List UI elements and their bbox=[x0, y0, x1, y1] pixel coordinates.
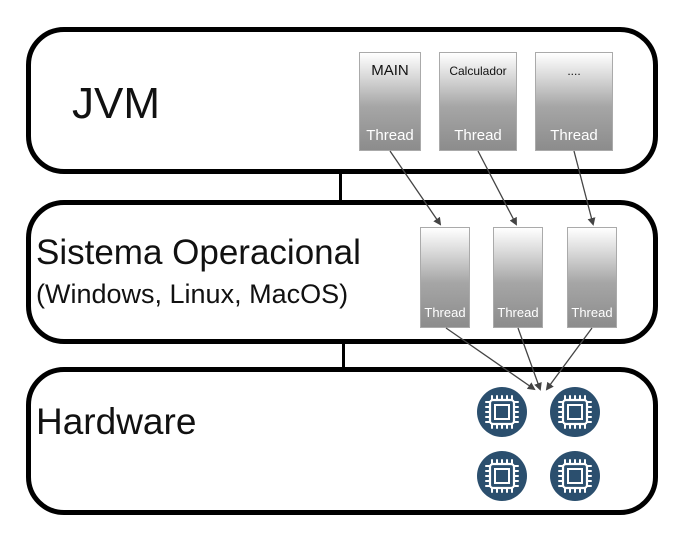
jvm-thread-ellipsis: .... Thread bbox=[535, 52, 613, 151]
jvm-os-connector bbox=[339, 172, 342, 202]
os-hw-connector bbox=[342, 342, 345, 369]
cpu-chip-icon bbox=[550, 451, 600, 501]
jvm-thread-name: .... bbox=[567, 64, 581, 78]
arrow-os3-to-cpu bbox=[545, 327, 593, 391]
os-thread-label: Thread bbox=[424, 305, 466, 320]
os-subtitle: (Windows, Linux, MacOS) bbox=[36, 279, 349, 309]
jvm-thread-calculador: Calculador Thread bbox=[439, 52, 517, 151]
arrow-calculador-to-os2 bbox=[477, 150, 517, 226]
jvm-title: JVM bbox=[72, 79, 160, 128]
os-layer bbox=[26, 200, 658, 344]
jvm-thread-label: Thread bbox=[550, 127, 598, 144]
os-thread-1: Thread bbox=[420, 227, 470, 328]
jvm-thread-label: Thread bbox=[366, 127, 414, 144]
os-thread-3: Thread bbox=[567, 227, 617, 328]
jvm-thread-main: MAIN Thread bbox=[359, 52, 421, 151]
jvm-thread-name: MAIN bbox=[371, 62, 409, 79]
cpu-chip-icon bbox=[550, 387, 600, 437]
hardware-layer bbox=[26, 367, 658, 515]
arrow-os2-to-cpu bbox=[517, 327, 542, 391]
cpu-chip-icon bbox=[477, 387, 527, 437]
arrow-os1-to-cpu bbox=[445, 327, 536, 391]
jvm-thread-label: Thread bbox=[454, 127, 502, 144]
jvm-thread-name: Calculador bbox=[449, 64, 507, 78]
os-title: Sistema Operacional bbox=[36, 233, 361, 272]
arrow-ellipsis-to-os3 bbox=[573, 150, 596, 226]
hardware-title: Hardware bbox=[36, 401, 197, 442]
os-thread-label: Thread bbox=[571, 305, 613, 320]
arrow-main-to-os1 bbox=[389, 150, 442, 226]
cpu-chip-icon bbox=[477, 451, 527, 501]
os-thread-label: Thread bbox=[497, 305, 539, 320]
os-thread-2: Thread bbox=[493, 227, 543, 328]
